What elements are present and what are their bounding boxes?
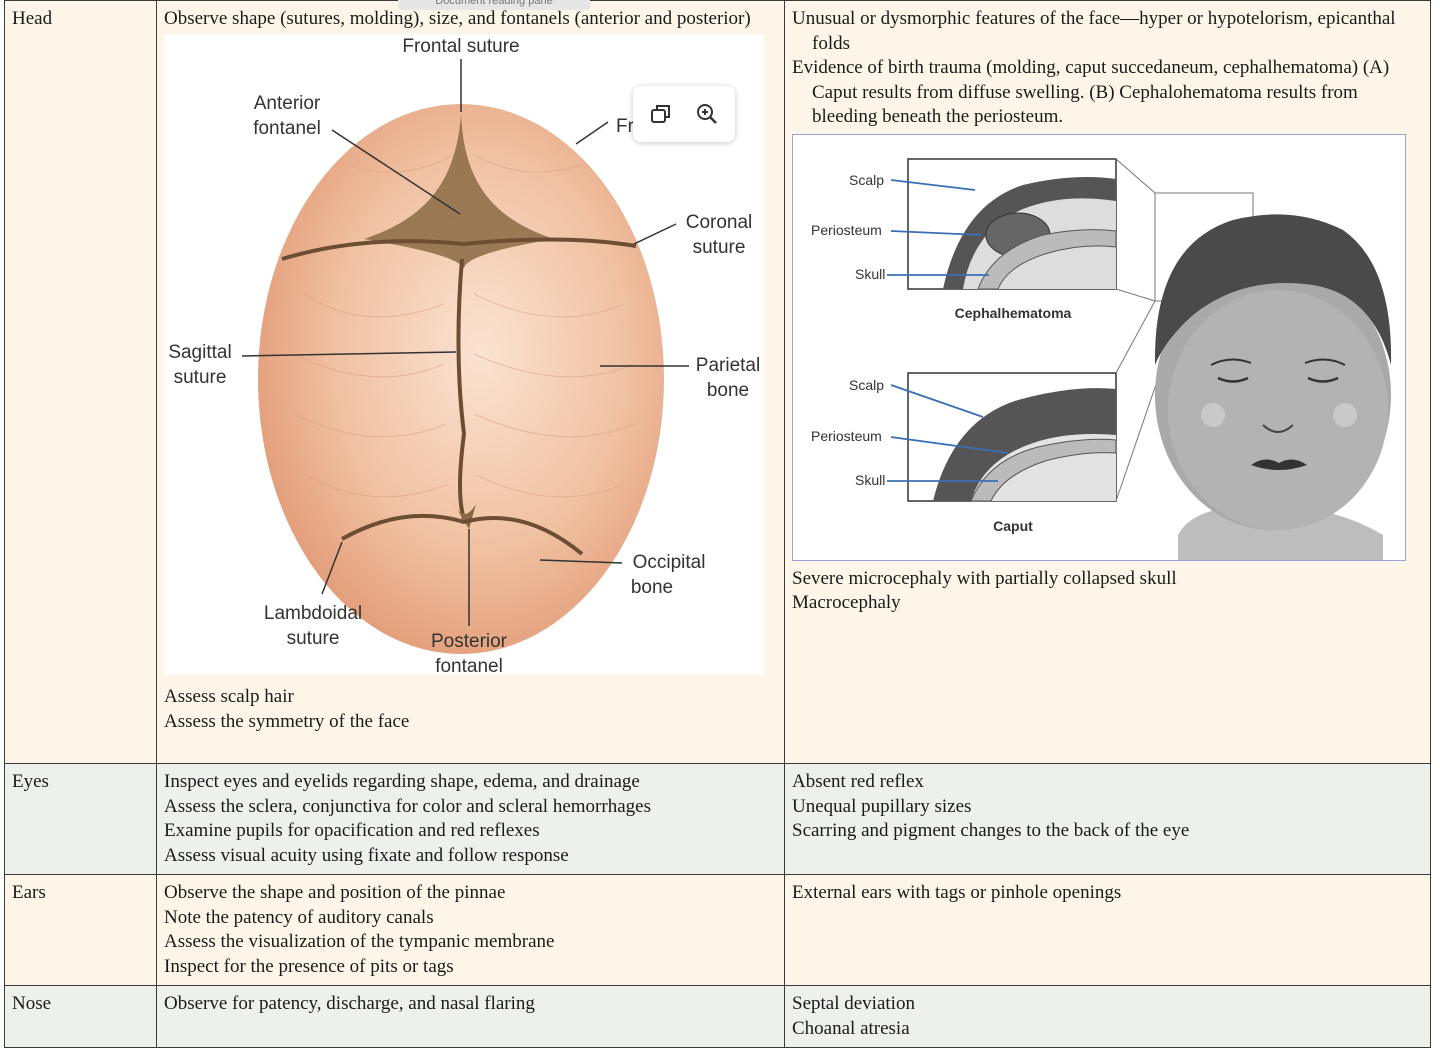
assessment-cell: Observe for patency, discharge, and nasa… — [156, 985, 785, 1048]
table-row-ears: Ears Observe the shape and position of t… — [4, 874, 1431, 986]
scalp-label: Scalp — [849, 172, 884, 188]
image-toolbar — [633, 86, 735, 142]
row-label: Eyes — [12, 771, 49, 792]
table-row-nose: Nose Observe for patency, discharge, and… — [4, 985, 1431, 1048]
row-label: Head — [12, 8, 53, 29]
finding-item: Absent red reflex — [792, 771, 924, 792]
zoom-in-icon — [696, 104, 717, 124]
row-label-cell: Eyes — [4, 763, 157, 875]
assessment-item: Note the patency of auditory canals — [164, 906, 434, 928]
occipital-bone-label-2: bone — [631, 577, 673, 598]
table-row-eyes: Eyes Inspect eyes and eyelids regarding … — [4, 763, 1431, 875]
frontal-suture-label: Frontal suture — [402, 36, 519, 57]
scalp-label: Scalp — [849, 377, 884, 393]
posterior-fontanel-label-2: fontanel — [435, 656, 503, 674]
coronal-suture-line — [281, 236, 637, 261]
assessment-item: Assess visual acuity using fixate and fo… — [164, 844, 569, 866]
assessment-cell: Observe the shape and position of the pi… — [156, 874, 785, 986]
skull-label: Skull — [855, 472, 885, 488]
posterior-fontanel-label: Posterior — [431, 631, 508, 652]
assessment-item: Assess the sclera, conjunctiva for color… — [164, 795, 651, 817]
anterior-fontanel-shape — [364, 113, 554, 269]
row-label: Nose — [12, 993, 52, 1014]
finding-item: Severe microcephaly with partially colla… — [792, 567, 1177, 589]
finding-item: External ears with tags or pinhole openi… — [792, 882, 1122, 903]
infant-face-illustration — [1154, 213, 1392, 560]
assessment-item: Observe the shape and position of the pi… — [164, 882, 506, 903]
periosteum-label: Periosteum — [811, 428, 882, 444]
assessment-cell: Inspect eyes and eyelids regarding shape… — [156, 763, 785, 875]
lambdoidal-suture-label: Lambdoidal — [264, 603, 362, 624]
row-label: Ears — [12, 882, 46, 903]
assessment-table: Head Observe shape (sutures, molding), s… — [4, 0, 1431, 1048]
bone-texture — [293, 153, 635, 497]
posterior-fontanel-shape — [454, 503, 476, 529]
zoom-in-button[interactable] — [690, 97, 724, 131]
assessment-item: Assess scalp hair — [164, 686, 294, 707]
finding-item: Unequal pupillary sizes — [792, 795, 972, 817]
lambdoidal-suture-label-2: suture — [287, 628, 340, 649]
cephalhematoma-label: Cephalhematoma — [955, 305, 1072, 321]
caput-label: Caput — [993, 518, 1033, 534]
parietal-bone-label-2: bone — [707, 380, 749, 401]
coronal-suture-label: Coronal — [686, 212, 753, 233]
findings-cell: External ears with tags or pinhole openi… — [784, 874, 1431, 986]
copy-image-button[interactable] — [644, 97, 678, 131]
assessment-item: Observe shape (sutures, molding), size, … — [164, 8, 751, 29]
label-leaders — [241, 58, 689, 626]
assessment-item: Assess the symmetry of the face — [164, 710, 410, 732]
finding-item: Macrocephaly — [792, 592, 901, 613]
row-label-cell: Nose — [4, 985, 157, 1048]
finding-item: Scarring and pigment changes to the back… — [792, 820, 1190, 841]
finding-item: Evidence of birth trauma (molding, caput… — [792, 57, 1390, 127]
copy-icon — [651, 105, 671, 123]
sagittal-suture-label-2: suture — [174, 367, 227, 388]
anterior-fontanel-label-2: fontanel — [253, 118, 321, 139]
assessment-item: Observe for patency, discharge, and nasa… — [164, 993, 535, 1014]
reading-pane-tooltip: Document reading pane — [398, 0, 590, 10]
findings-cell: Septal deviation Choanal atresia — [784, 985, 1431, 1048]
periosteum-label: Periosteum — [811, 222, 882, 238]
sagittal-suture-label: Sagittal — [168, 342, 231, 363]
finding-item: Choanal atresia — [792, 1017, 910, 1039]
skull-label: Skull — [855, 266, 885, 282]
lambdoidal-suture-line — [341, 513, 584, 556]
parietal-bone-label: Parietal — [696, 355, 760, 376]
findings-cell: Absent red reflex Unequal pupillary size… — [784, 763, 1431, 875]
finding-item: Septal deviation — [792, 993, 915, 1014]
birth-trauma-diagram: Scalp Periosteum Skull Cephalhematoma Sc… — [811, 157, 1392, 560]
sagittal-suture-line — [456, 258, 467, 520]
anterior-fontanel-label: Anterior — [254, 93, 321, 114]
findings-cell: Unusual or dysmorphic features of the fa… — [784, 0, 1431, 764]
coronal-suture-label-2: suture — [693, 237, 746, 258]
finding-item: Unusual or dysmorphic features of the fa… — [792, 8, 1396, 54]
occipital-bone-label: Occipital — [633, 552, 706, 573]
assessment-item: Inspect for the presence of pits or tags — [164, 955, 454, 977]
assessment-item: Assess the visualization of the tympanic… — [164, 931, 555, 952]
row-label-cell: Head — [4, 0, 157, 764]
assessment-item: Inspect eyes and eyelids regarding shape… — [164, 771, 640, 792]
assessment-item: Examine pupils for opacification and red… — [164, 820, 540, 841]
birth-trauma-figure[interactable]: Scalp Periosteum Skull Cephalhematoma Sc… — [792, 133, 1406, 561]
row-label-cell: Ears — [4, 874, 157, 986]
